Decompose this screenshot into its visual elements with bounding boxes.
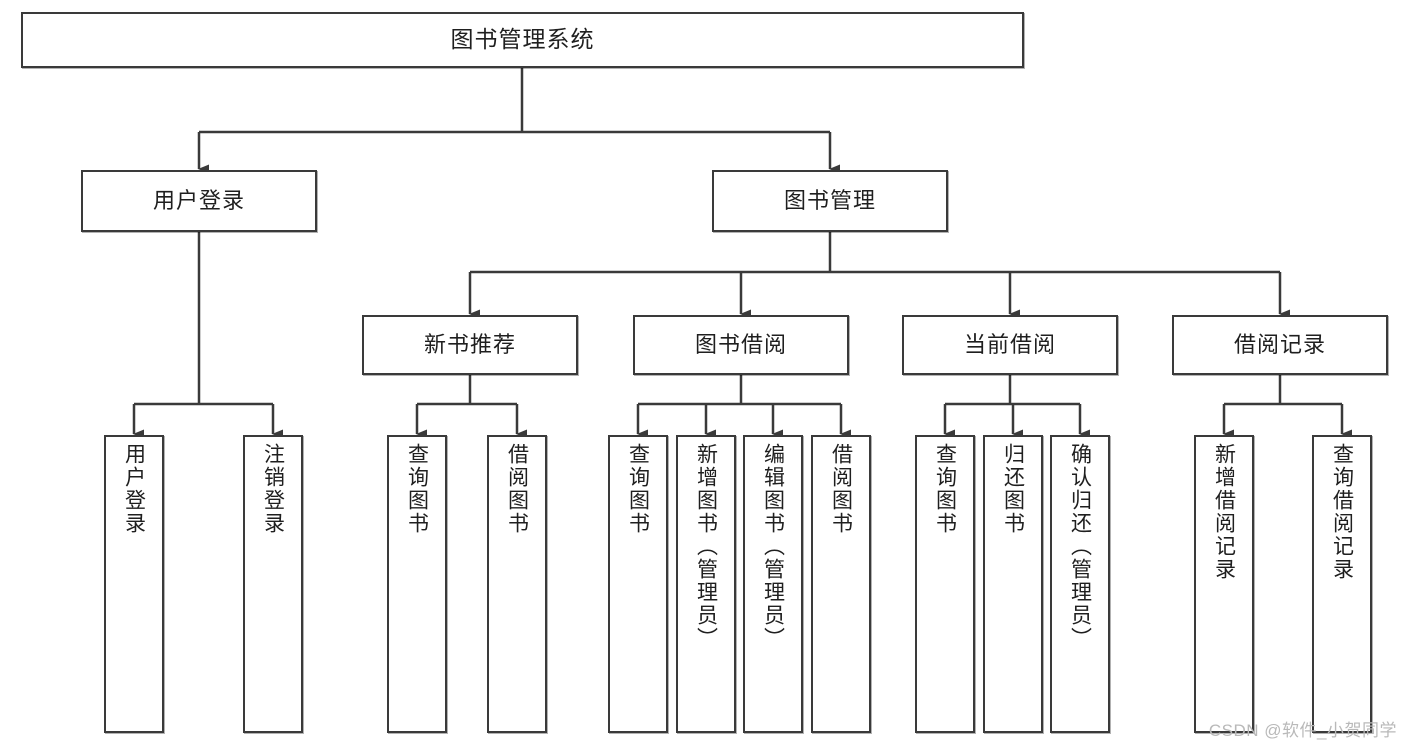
node-label: 查询图书	[933, 443, 957, 535]
node-label: 查询图书	[405, 443, 429, 535]
watermark: CSDN @软件_小贺同学	[1208, 721, 1397, 740]
node-label: 编辑图书（管理员）	[761, 443, 785, 650]
node-root-图书管理系统[interactable]: 图书管理系统	[21, 12, 1024, 68]
node-label: 图书借阅	[694, 331, 787, 357]
node-label: 借阅图书	[829, 443, 853, 535]
node-leaf-2[interactable]: 查询图书	[387, 435, 447, 733]
node-label: 新书推荐	[423, 331, 516, 357]
node-leaf-12[interactable]: 查询借阅记录	[1312, 435, 1372, 733]
node-label: 用户登录	[122, 443, 146, 535]
node-label: 借阅记录	[1233, 331, 1326, 357]
node-label: 新增图书（管理员）	[694, 443, 718, 650]
node-level2-1[interactable]: 图书管理	[712, 170, 948, 232]
node-level2-0[interactable]: 用户登录	[81, 170, 317, 232]
node-label: 图书管理	[783, 187, 876, 213]
node-label: 图书管理系统	[450, 26, 595, 53]
node-level3-3[interactable]: 借阅记录	[1172, 315, 1388, 375]
node-label: 查询图书	[626, 443, 650, 535]
node-leaf-0[interactable]: 用户登录	[104, 435, 164, 733]
node-level3-2[interactable]: 当前借阅	[902, 315, 1118, 375]
node-label: 归还图书	[1001, 443, 1025, 535]
node-leaf-4[interactable]: 查询图书	[608, 435, 668, 733]
node-leaf-9[interactable]: 归还图书	[983, 435, 1043, 733]
node-label: 新增借阅记录	[1212, 443, 1236, 581]
node-label: 当前借阅	[963, 331, 1056, 357]
node-level3-0[interactable]: 新书推荐	[362, 315, 578, 375]
node-leaf-3[interactable]: 借阅图书	[487, 435, 547, 733]
node-label: 注销登录	[261, 443, 285, 535]
node-label: 查询借阅记录	[1330, 443, 1354, 581]
node-leaf-11[interactable]: 新增借阅记录	[1194, 435, 1254, 733]
node-leaf-7[interactable]: 借阅图书	[811, 435, 871, 733]
node-label: 确认归还（管理员）	[1068, 443, 1092, 650]
node-leaf-6[interactable]: 编辑图书（管理员）	[743, 435, 803, 733]
node-label: 借阅图书	[505, 443, 529, 535]
edge-group	[132, 68, 1352, 439]
node-leaf-1[interactable]: 注销登录	[243, 435, 303, 733]
node-label: 用户登录	[152, 187, 245, 213]
node-leaf-8[interactable]: 查询图书	[915, 435, 975, 733]
node-leaf-10[interactable]: 确认归还（管理员）	[1050, 435, 1110, 733]
node-level3-1[interactable]: 图书借阅	[633, 315, 849, 375]
node-leaf-5[interactable]: 新增图书（管理员）	[676, 435, 736, 733]
